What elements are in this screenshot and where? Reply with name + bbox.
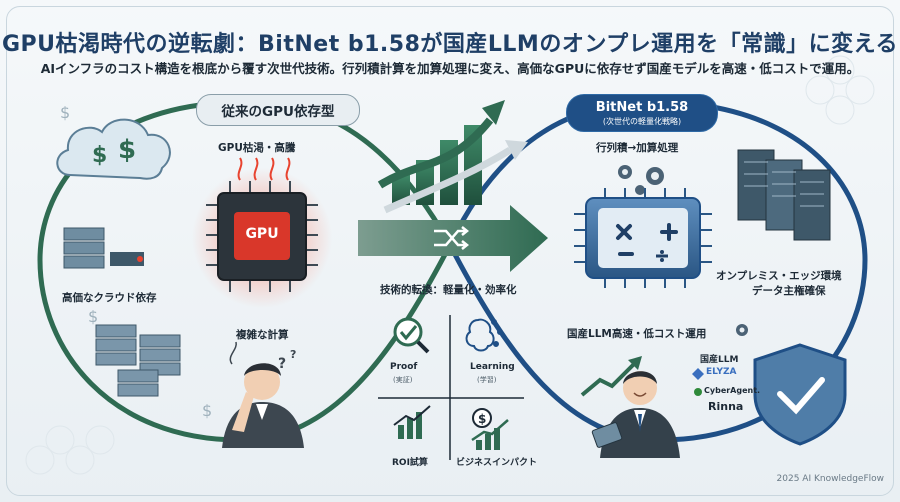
cloud-dependency-label: 高価なクラウド依存 xyxy=(62,292,157,304)
bitnet-heading-pill: BitNet b1.58 (次世代の軽量化戦略) xyxy=(566,94,718,132)
gpu-chip-label: GPU xyxy=(245,226,279,242)
stressed-person-icon: ? ? xyxy=(222,341,304,448)
credit-text: 2025 AI KnowledgeFlow xyxy=(776,474,884,484)
page-title: GPU枯渇時代の逆転劇：BitNet b1.58が国産LLMのオンプレ運用を「常… xyxy=(1,32,899,57)
learning-label: Learning xyxy=(470,362,515,372)
svg-text:$: $ xyxy=(92,143,107,168)
svg-text:$: $ xyxy=(478,412,486,426)
shield-check-icon xyxy=(753,343,847,446)
shuffle-icon xyxy=(434,226,470,250)
brain-icon xyxy=(465,318,503,352)
onprem-label: オンプレミス・エッジ環境 xyxy=(716,270,842,282)
svg-text:?: ? xyxy=(290,348,296,361)
legacy-heading: 従来のGPU依存型 xyxy=(221,104,335,120)
gpu-shortage-label: GPU枯渇・高騰 xyxy=(218,142,296,154)
matmul-label: 行列積→加算処理 xyxy=(596,142,679,154)
proof-sub-label: (実証) xyxy=(393,376,413,384)
model-cyberagent: CyberAgent. xyxy=(704,386,761,395)
outer-frame xyxy=(6,6,894,496)
roi-label: ROI試算 xyxy=(392,458,428,468)
cloud-icon: $ $ xyxy=(56,118,171,180)
growth-chart xyxy=(377,100,528,214)
server-cluster-icon xyxy=(95,324,181,397)
gpu-chip-icon xyxy=(192,157,332,308)
heat-waves-icon xyxy=(237,157,291,181)
bitnet-heading-sub: (次世代の軽量化戦略) xyxy=(602,116,682,126)
svg-text:$: $ xyxy=(118,135,136,165)
svg-text:$: $ xyxy=(60,103,70,122)
page-subtitle: AIインフラのコスト構造を根底から覆す次世代技術。行列積計算を加算処理に変え、高… xyxy=(40,61,860,76)
small-growth-icon xyxy=(580,356,642,397)
businessman-icon xyxy=(591,371,680,458)
corner-pattern-top-right xyxy=(805,55,875,125)
business-growth-icon: $ xyxy=(471,408,509,450)
magnifier-check-icon xyxy=(393,317,430,354)
proof-label: Proof xyxy=(390,362,418,372)
server-towers-icon xyxy=(737,149,831,241)
svg-text:$: $ xyxy=(88,307,98,326)
elyza-logo-icon xyxy=(692,368,704,380)
gears-icon xyxy=(618,165,748,336)
model-elyza: ELYZA xyxy=(706,367,737,377)
fast-low-cost-label: 国産LLM高速・低コスト運用 xyxy=(567,328,707,340)
domestic-llm-label: 国産LLM xyxy=(700,355,739,365)
bitnet-heading: BitNet b1.58 xyxy=(595,99,689,115)
complex-compute-label: 複雑な計算 xyxy=(236,329,289,341)
cyberagent-logo-icon xyxy=(694,388,702,396)
svg-text:?: ? xyxy=(278,356,286,372)
roi-chart-icon xyxy=(393,405,431,439)
sovereignty-label: データ主権確保 xyxy=(752,285,826,297)
dollar-icon: $ $ $ xyxy=(60,103,212,420)
server-stack-icon xyxy=(63,227,144,269)
tech-shift-label: 技術的転換：軽量化・効率化 xyxy=(380,284,517,296)
corner-pattern-bottom-left xyxy=(25,425,115,475)
learning-sub-label: (学習) xyxy=(477,376,497,384)
model-rinna: Rinna xyxy=(708,400,744,413)
quadrant-divider xyxy=(378,315,524,460)
bitnet-chip-icon xyxy=(574,188,712,288)
legacy-heading-pill: 従来のGPU依存型 xyxy=(196,94,360,126)
svg-text:$: $ xyxy=(202,401,212,420)
business-impact-label: ビジネスインパクト xyxy=(456,458,538,468)
